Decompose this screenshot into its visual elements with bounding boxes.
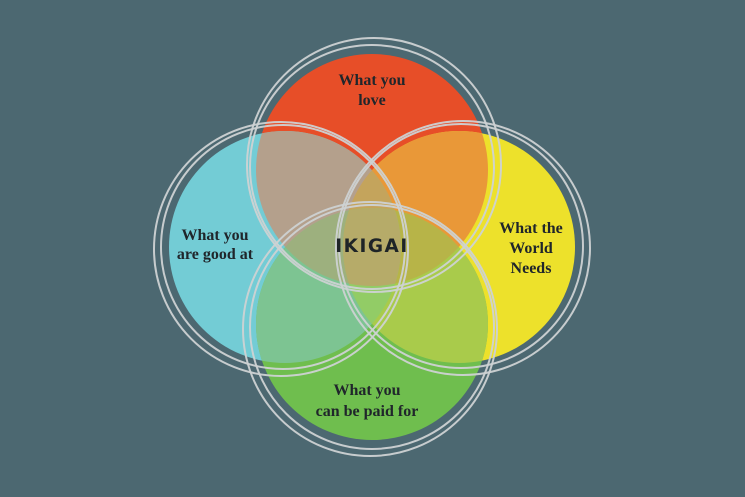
label-paidfor-line1: What you: [333, 382, 400, 399]
label-love-line2: love: [358, 92, 386, 109]
ring-worldneeds-inner: [338, 123, 584, 369]
label-worldneeds-line1: What the: [499, 220, 563, 237]
label-worldneeds-line3: Needs: [511, 260, 552, 277]
ring-worldneeds-outer: [335, 120, 591, 376]
ring-love-outer: [246, 37, 502, 293]
ring-love-inner: [249, 44, 495, 290]
ring-goodat-outer: [153, 121, 409, 377]
label-paidfor-line2: can be paid for: [316, 403, 419, 420]
ring-paidfor-inner: [249, 204, 495, 450]
label-ikigai-center: IKIGAI: [335, 236, 409, 257]
label-worldneeds-line2: World: [509, 240, 553, 257]
label-goodat-line2: are good at: [177, 246, 254, 263]
ring-goodat-inner: [160, 124, 406, 370]
ring-paidfor-outer: [242, 201, 498, 457]
label-goodat-line1: What you: [181, 227, 248, 244]
overlap-love-goodat-paidfor: [256, 208, 401, 286]
label-love-line1: What you: [338, 72, 405, 89]
overlap-love-worldneeds-paidfor: [343, 208, 488, 286]
